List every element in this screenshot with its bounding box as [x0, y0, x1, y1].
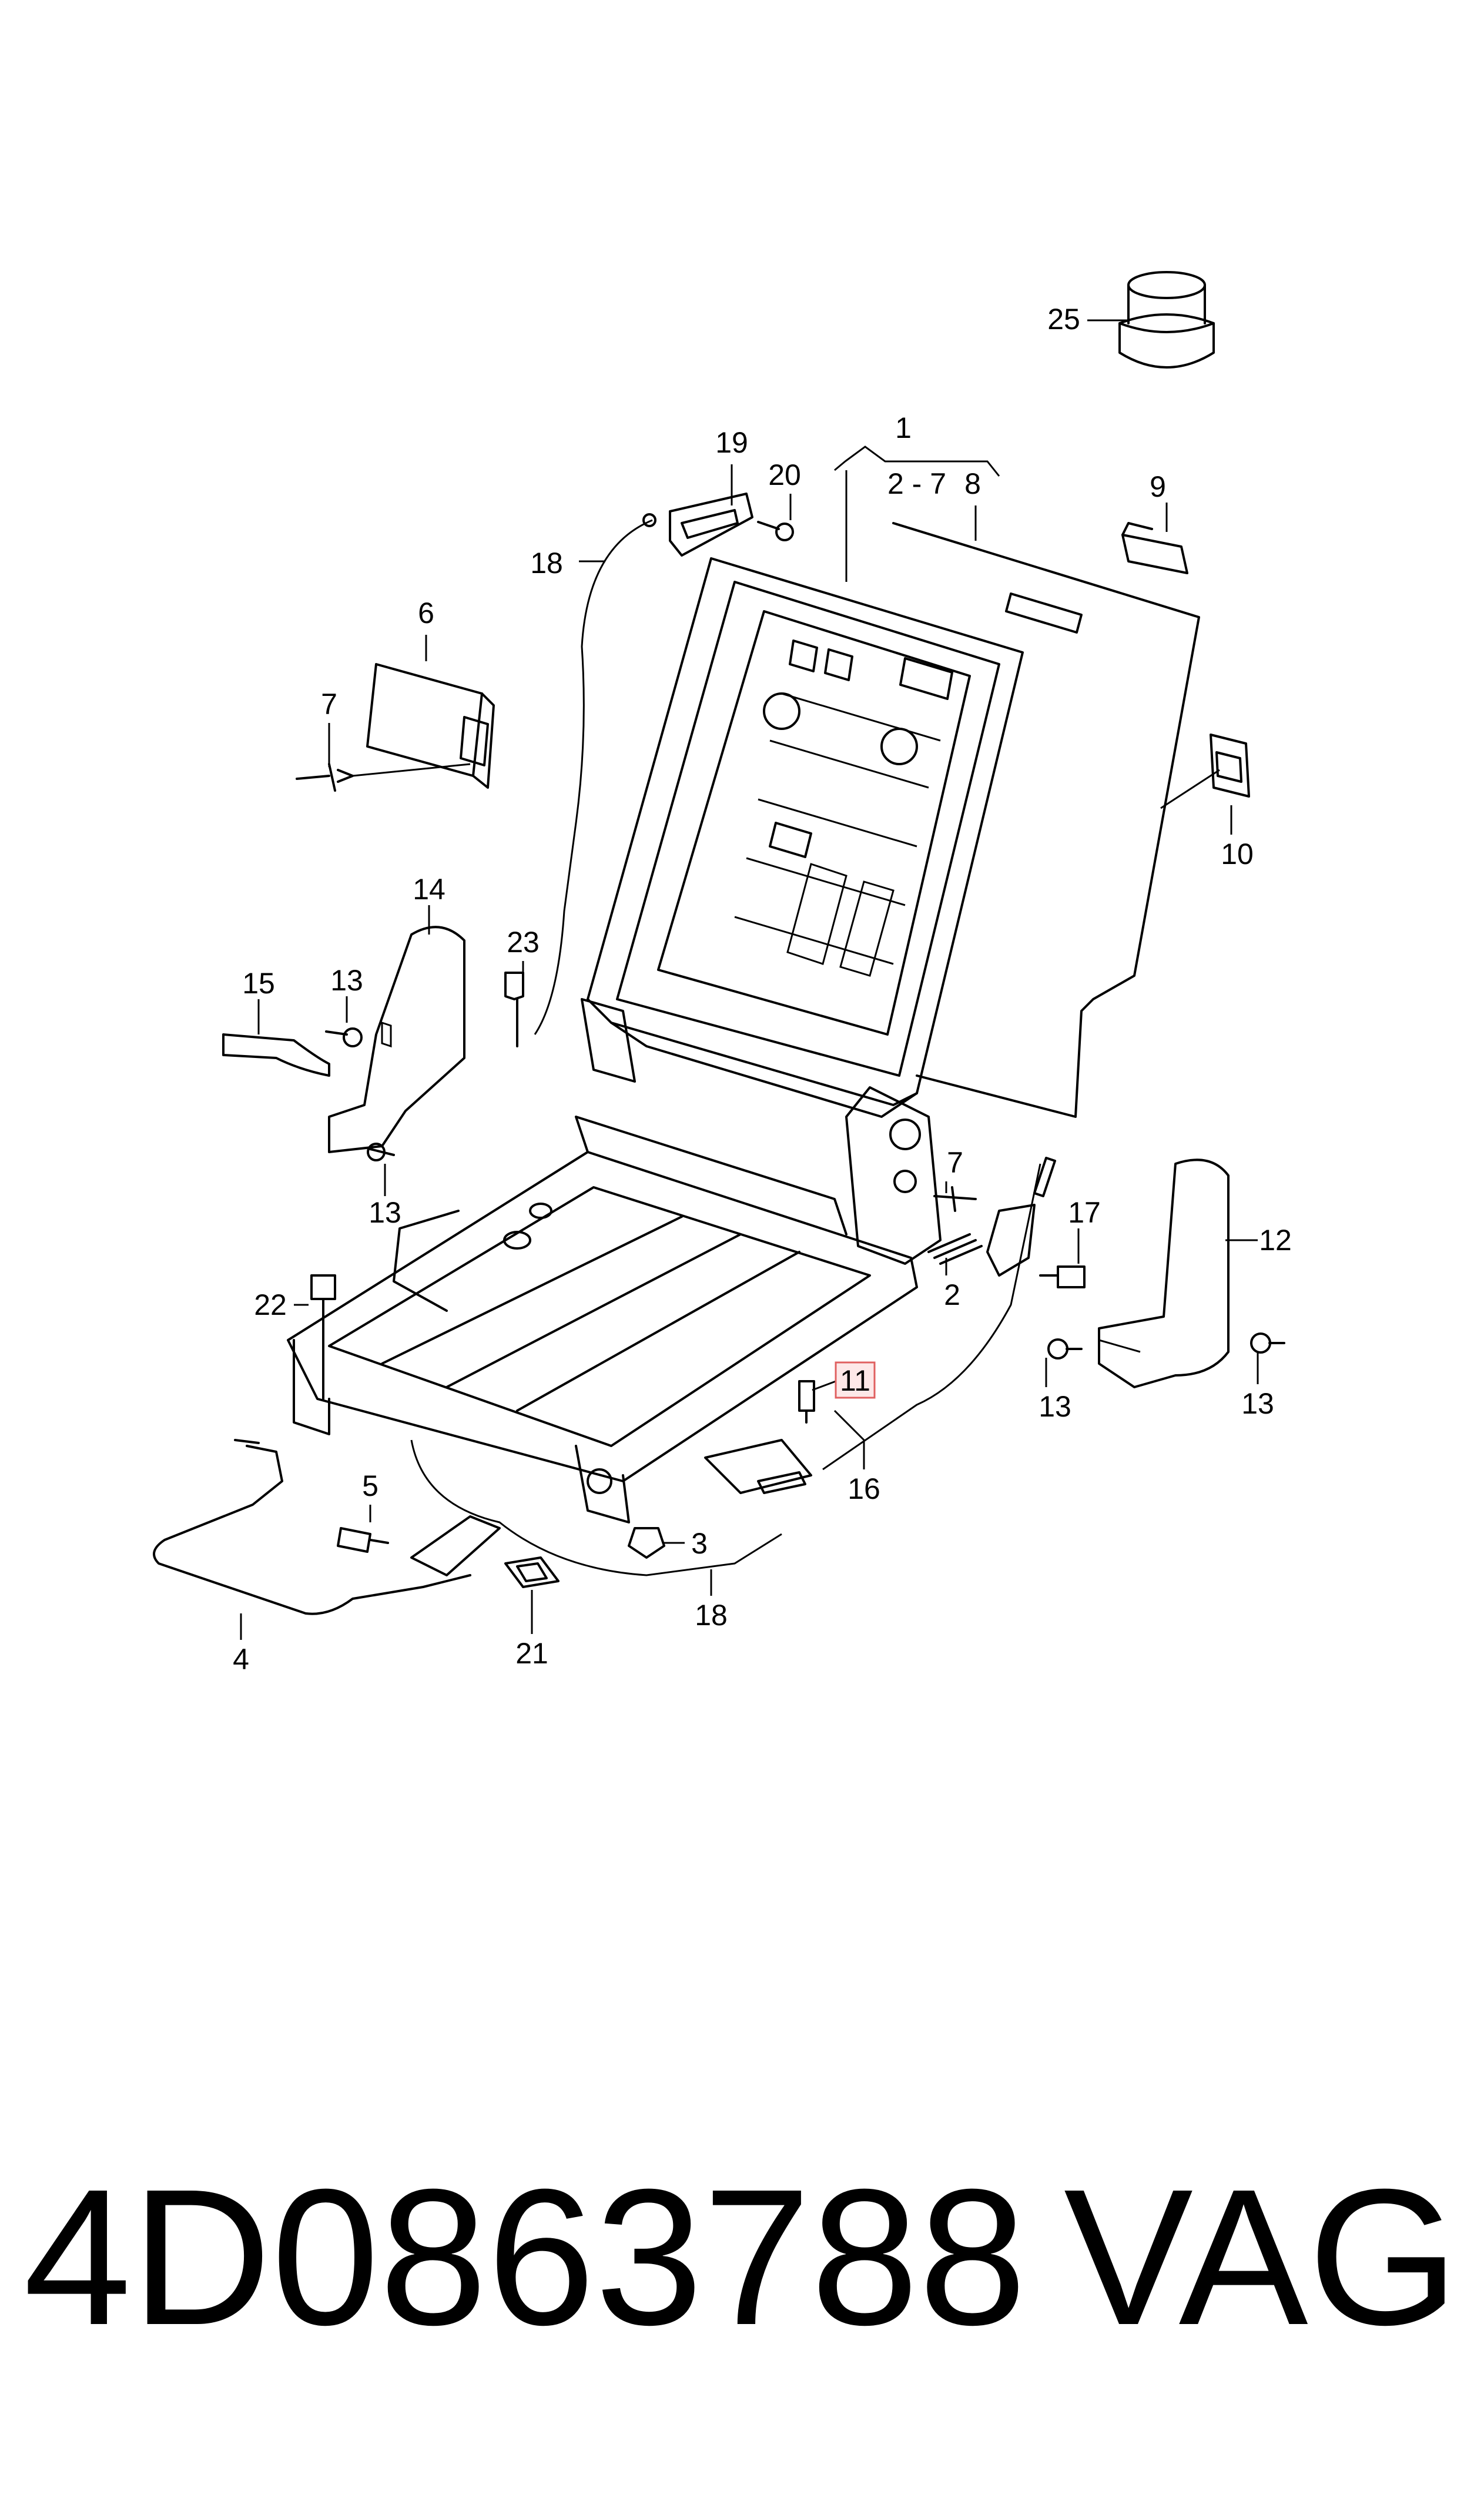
- callout-16: 16: [847, 1472, 880, 1505]
- callout-11: 11: [840, 1364, 870, 1397]
- part-20-screw: [757, 521, 794, 541]
- part-number: 4D0863788: [24, 2148, 1027, 2365]
- part-15-strap: [222, 1033, 330, 1077]
- callout-13-lower-mid: 13: [1039, 1390, 1071, 1423]
- callout-13-lower-right: 13: [1241, 1387, 1274, 1420]
- part-17-bolt: [1039, 1265, 1086, 1288]
- callout-15: 15: [242, 967, 275, 1000]
- brand-label: VAG: [1064, 2148, 1459, 2365]
- callout-23: 23: [507, 926, 540, 959]
- right-bracket: [986, 1204, 1036, 1277]
- part-11-rivet: [798, 1380, 815, 1424]
- callout-17: 17: [1068, 1196, 1101, 1229]
- callout-2-7: 2 - 7: [887, 467, 946, 500]
- part-12-side-trim: [1098, 1158, 1230, 1388]
- callout-10: 10: [1221, 838, 1254, 870]
- backrest-frame: [587, 557, 1024, 1118]
- part-13-bolt-lower-mid: [1047, 1338, 1083, 1360]
- callout-12: 12: [1259, 1224, 1292, 1257]
- part-25-cylinder: [1118, 271, 1215, 369]
- part-7-rivet-right: [933, 1186, 977, 1212]
- callout-11-highlight: [835, 1361, 876, 1399]
- part-16-cable: [822, 1157, 1056, 1471]
- callout-labels: 1 2 - 7 8 25 19 20 18 9 10 6 7 14 15 13 …: [233, 303, 1292, 1676]
- callout-22: 22: [254, 1288, 287, 1321]
- part-2-spring: [927, 1233, 983, 1265]
- latch-bracket: [704, 1439, 812, 1494]
- part-4-rod: [153, 1439, 471, 1615]
- callout-13-upper-left: 13: [330, 964, 363, 997]
- callout-4: 4: [233, 1643, 249, 1676]
- callout-7-right: 7: [947, 1146, 963, 1179]
- part-5-bolt: [337, 1527, 389, 1553]
- part-9-clip: [1121, 522, 1188, 574]
- part-6-control-module: [366, 663, 495, 789]
- part-8-rear-panel: [892, 522, 1200, 1118]
- bracket-left: [410, 1515, 501, 1576]
- callout-18-upper: 18: [530, 547, 563, 580]
- part-23-bolt: [504, 972, 524, 1047]
- callout-19: 19: [715, 426, 748, 459]
- callout-9: 9: [1150, 470, 1166, 503]
- part-14-side-trim: [328, 926, 465, 1153]
- part-19-handle: [669, 493, 753, 557]
- callout-3: 3: [691, 1527, 708, 1560]
- part-18-cable-upper: [534, 513, 656, 1035]
- callout-8: 8: [964, 467, 981, 500]
- callout-6: 6: [418, 597, 434, 629]
- callout-2: 2: [944, 1278, 960, 1311]
- part-18-cable-lower: [410, 1439, 782, 1576]
- part-13-bolt-lower-right: [1250, 1332, 1285, 1354]
- callout-21: 21: [515, 1637, 548, 1670]
- part-3-nut: [628, 1527, 665, 1559]
- callout-18-lower: 18: [695, 1599, 728, 1632]
- seat-base-frame: [287, 998, 942, 1523]
- callout-7-left: 7: [321, 688, 337, 721]
- part-13-bolt-upper-left: [325, 1027, 363, 1047]
- callout-13-lower-left: 13: [369, 1196, 401, 1229]
- part-13-bolt-lower-left: [367, 1143, 395, 1161]
- callout-25: 25: [1047, 303, 1080, 336]
- callout-20: 20: [768, 458, 801, 491]
- callout-14: 14: [413, 873, 445, 906]
- part-21-grommet: [504, 1556, 560, 1588]
- leader-lines: [240, 319, 1259, 1640]
- footer: 4D0863788 VAG: [0, 2139, 1484, 2375]
- part-22-bolt: [310, 1274, 336, 1400]
- callout-5: 5: [362, 1469, 378, 1502]
- exploded-parts-diagram: 1 2 - 7 8 25 19 20 18 9 10 6 7 14 15 13 …: [153, 271, 1292, 1676]
- part-10-clip: [1210, 734, 1250, 798]
- part-7-rivet-left: [296, 763, 471, 792]
- callout-1: 1: [895, 411, 912, 444]
